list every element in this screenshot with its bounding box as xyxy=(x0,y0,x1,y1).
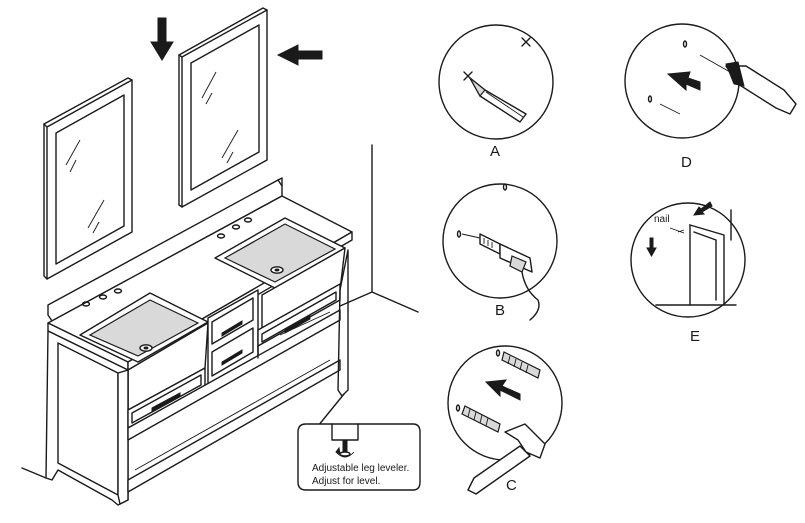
leg-leveler-callout: Adjustable leg leveler. Adjust for level… xyxy=(297,393,421,491)
nail-icon xyxy=(669,227,685,234)
step-b-drill-holes: B xyxy=(442,183,558,321)
arrow-down-icon xyxy=(150,17,174,61)
step-a-label: A xyxy=(490,143,500,160)
hammer-icon xyxy=(467,423,546,495)
step-c-label: C xyxy=(506,477,517,494)
step-d-drive-screws: D xyxy=(624,23,797,171)
step-c-insert-anchors: C xyxy=(447,345,563,495)
nail-label: nail xyxy=(654,214,670,225)
step-a-mark-position: A xyxy=(438,24,554,160)
leveler-text-line1: Adjustable leg leveler. xyxy=(312,463,409,474)
right-mirror xyxy=(178,7,268,208)
drill-icon xyxy=(461,233,540,321)
arrow-left-icon xyxy=(276,44,323,66)
leveler-text-line2: Adjust for level. xyxy=(312,476,380,487)
step-e-nail-mirror: nail E xyxy=(630,201,746,345)
step-d-label: D xyxy=(681,154,692,171)
pencil-icon xyxy=(469,77,527,123)
double-vanity xyxy=(45,177,353,506)
step-b-label: B xyxy=(495,302,505,319)
step-e-label: E xyxy=(690,328,700,345)
screwdriver-icon xyxy=(699,54,797,115)
left-mirror xyxy=(43,77,133,280)
